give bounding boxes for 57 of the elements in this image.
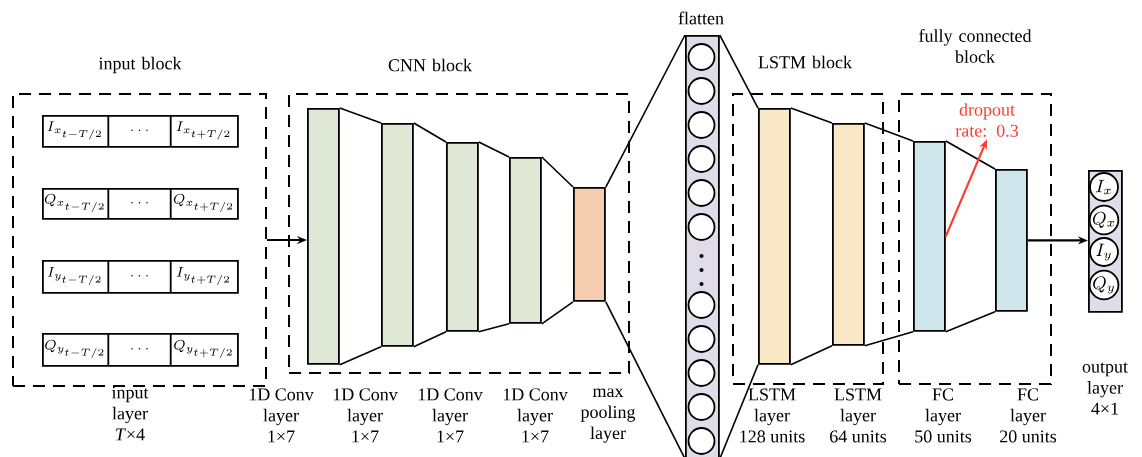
connector-line — [541, 301, 574, 325]
cell-formula: $\cdots$ — [131, 201, 148, 204]
connector-line — [413, 122, 447, 143]
cell-formula: $Q_{y_{t-T/2}}$ — [45, 339, 104, 359]
output-neuron: $Q_x$ — [1088, 204, 1120, 236]
layer-caption: 1D Conv layer 1×7 — [333, 388, 398, 443]
layer-bar — [995, 169, 1028, 312]
layer-caption: LSTM layer 64 units — [830, 388, 887, 443]
layer-bar — [381, 123, 414, 347]
layer-caption: 1D Conv layer 1×7 — [249, 388, 314, 443]
cell-formula: $I_{x_{t+T/2}}$ — [176, 121, 230, 140]
connector-line — [413, 331, 447, 348]
layer-caption: output layer 4×1 — [1082, 362, 1128, 415]
layer-bar — [307, 108, 340, 365]
connector-line — [864, 122, 914, 142]
cell-formula: $I_{y_{t+T/2}}$ — [176, 266, 229, 286]
cell-formula: $\cdots$ — [131, 274, 148, 277]
connector-line — [719, 34, 759, 109]
block-heading: CNN block — [388, 58, 472, 72]
layer-caption: FC layer 20 units — [1000, 388, 1057, 443]
connector-line — [719, 364, 759, 457]
layer-bar — [509, 157, 542, 324]
connector-line — [339, 346, 382, 366]
connector-line — [478, 141, 510, 158]
layer-bar — [573, 187, 606, 302]
cell-formula: $Q_{y_{t+T/2}}$ — [174, 339, 232, 359]
block-heading: fully connected block — [919, 29, 1032, 63]
block-heading: input block — [98, 56, 182, 74]
output-neuron: $I_x$ — [1089, 172, 1119, 202]
cell-formula: $\cdots$ — [131, 129, 148, 132]
block-heading: LSTM block — [758, 55, 852, 69]
connector-line — [864, 331, 914, 347]
connector-line — [478, 323, 510, 333]
connector-line — [605, 34, 686, 188]
layer-bar — [832, 123, 865, 346]
connector-line — [541, 156, 574, 188]
connector-line — [605, 301, 686, 457]
cell-formula: $I_{y_{t-T/2}}$ — [47, 266, 101, 286]
dropout-note: dropout rate: 0.3 — [955, 103, 1019, 137]
layer-caption: 1D Conv layer 1×7 — [418, 388, 483, 443]
layer-caption: 1D Conv layer 1×7 — [503, 388, 568, 443]
connector-line — [945, 311, 996, 333]
layer-caption: input layer T×4 — [111, 386, 149, 441]
cell-formula: $Q_{x_{t+T/2}}$ — [173, 193, 233, 213]
cell-formula: $Q_{x_{t-T/2}}$ — [44, 193, 104, 213]
layer-bar — [913, 141, 946, 332]
layer-caption: LSTM layer 128 units — [740, 388, 805, 443]
output-neuron: $I_y$ — [1089, 237, 1119, 267]
layer-caption: FC layer 50 units — [915, 388, 972, 443]
connector-line — [945, 140, 996, 170]
block-heading: flatten — [678, 11, 724, 25]
layer-caption: max pooling layer — [580, 388, 636, 443]
cell-formula: $I_{x_{t-T/2}}$ — [47, 121, 101, 140]
output-neuron: $Q_y$ — [1088, 269, 1120, 301]
layer-bar — [446, 142, 479, 332]
cell-formula: $\cdots$ — [131, 347, 148, 350]
layer-bar — [758, 108, 791, 365]
